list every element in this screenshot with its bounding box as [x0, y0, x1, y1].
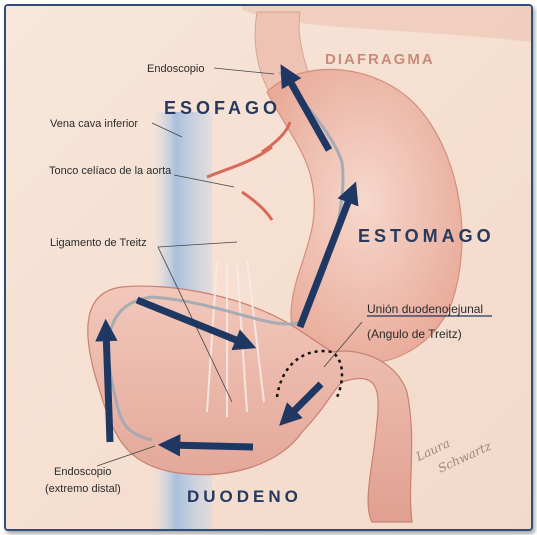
- title-estomago: ESTOMAGO: [358, 226, 495, 246]
- label-tronco-celiaco: Tonco celíaco de la aorta: [49, 165, 172, 177]
- duodenum-shape: [87, 285, 413, 523]
- title-duodeno: DUODENO: [187, 487, 302, 506]
- label-vena-cava: Vena cava inferior: [50, 118, 138, 130]
- label-extremo-distal: (extremo distal): [45, 483, 121, 495]
- title-esofago: ESOFAGO: [164, 98, 281, 118]
- label-union-duodenojejunal: Unión duodenojejunal: [367, 302, 483, 316]
- label-ligamento-treitz: Ligamento de Treitz: [50, 237, 147, 249]
- anatomy-illustration: DIAFRAGMA ESOFAGO ESTOMAGO DUODENO Endos…: [6, 6, 531, 529]
- treitz-ligament-fibers: [206, 259, 265, 417]
- arrow-esophagus: [280, 64, 333, 152]
- arrow-duodenum-first: [135, 296, 257, 351]
- diaphragm-shape: [242, 6, 531, 42]
- arrow-stomach: [296, 181, 359, 329]
- label-angulo-treitz: (Angulo de Treitz): [367, 327, 462, 341]
- label-endoscopio: Endoscopio: [147, 63, 205, 75]
- title-diafragma: DIAFRAGMA: [325, 51, 435, 68]
- endoscope-path: [106, 71, 345, 442]
- arrow-duodenum-third: [157, 434, 254, 457]
- treitz-angle-dotted: [275, 349, 344, 398]
- arrow-duodenum-second: [95, 318, 118, 443]
- arrow-treitz: [279, 381, 324, 426]
- celiac-vessels: [206, 121, 292, 221]
- diagram-frame: DIAFRAGMA ESOFAGO ESTOMAGO DUODENO Endos…: [4, 4, 533, 531]
- label-endoscopio-distal: Endoscopio: [54, 466, 112, 478]
